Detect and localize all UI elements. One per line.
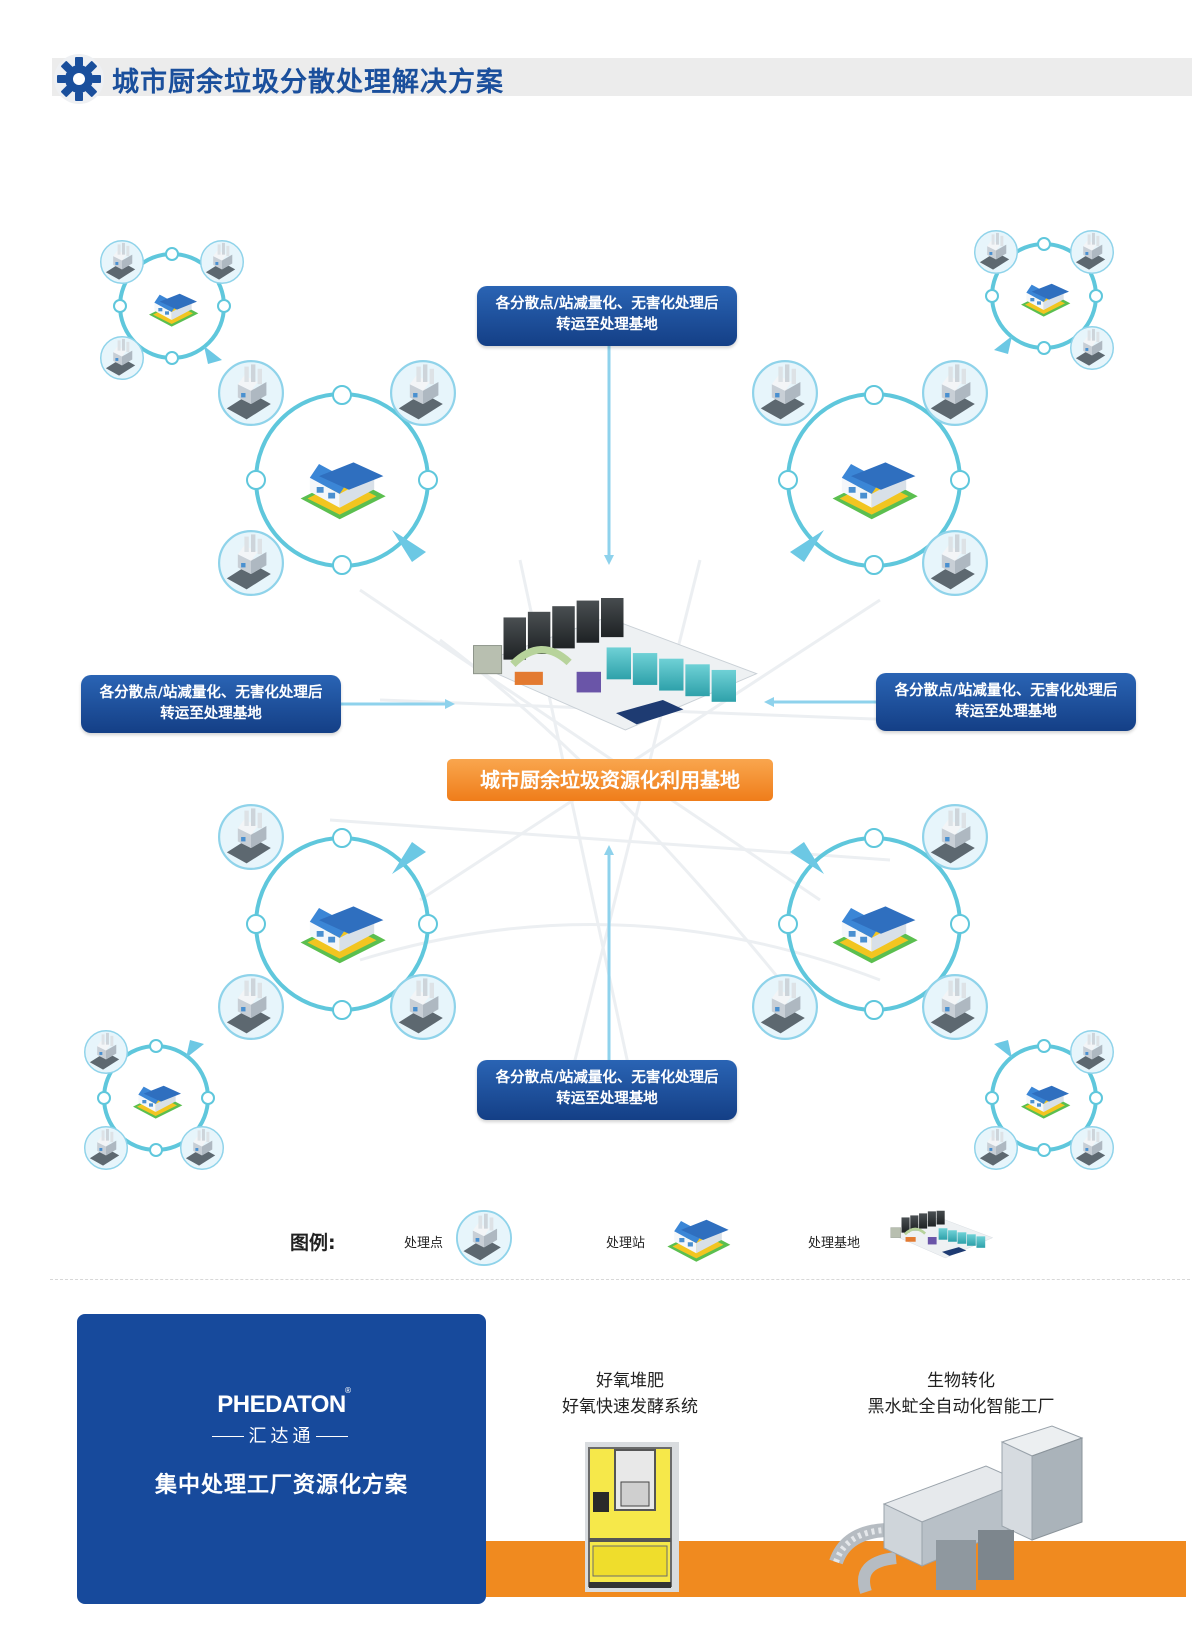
flow-box-line1: 各分散点/站减量化、无害化处理后	[99, 685, 323, 701]
product-title-composting: 好氧堆肥 好氧快速发酵系统	[530, 1368, 730, 1420]
flow-box-right: 各分散点/站减量化、无害化处理后 转运至处理基地	[876, 673, 1136, 731]
flow-arrows	[340, 346, 876, 1060]
registered-mark: ®	[344, 1386, 352, 1395]
brand-rule-left	[212, 1436, 244, 1437]
hub-label: 城市厨余垃圾资源化利用基地	[447, 759, 773, 801]
product-title-line1: 好氧堆肥	[596, 1371, 664, 1391]
brand-logo: PHEDATON	[217, 1391, 346, 1418]
legend-label-point: 处理点	[404, 1236, 444, 1251]
flow-box-line2: 转运至处理基地	[160, 706, 262, 722]
flow-box-bottom: 各分散点/站减量化、无害化处理后 转运至处理基地	[477, 1060, 737, 1120]
flow-box-line2: 转运至处理基地	[556, 1091, 658, 1107]
product-title-line2: 黑水虻全自动化智能工厂	[867, 1397, 1055, 1417]
header-bar	[52, 58, 1192, 96]
flow-box-line1: 各分散点/站减量化、无害化处理后	[894, 683, 1118, 699]
product-title-line1: 生物转化	[927, 1371, 995, 1391]
ring-direction-markers	[97, 237, 1103, 1157]
legend-label-base: 处理基地	[808, 1236, 861, 1251]
flow-box-line2: 转运至处理基地	[556, 317, 658, 333]
flow-box-line1: 各分散点/站减量化、无害化处理后	[495, 1070, 719, 1086]
solution-title: 集中处理工厂资源化方案	[154, 1473, 408, 1498]
processing-point-icon	[456, 1210, 512, 1266]
gear-icon	[54, 54, 104, 104]
composting-machine-icon	[585, 1442, 679, 1592]
flow-box-line1: 各分散点/站减量化、无害化处理后	[495, 296, 719, 312]
divider	[50, 1279, 1190, 1280]
flow-box-line2: 转运至处理基地	[955, 704, 1057, 720]
flow-box-top: 各分散点/站减量化、无害化处理后 转运至处理基地	[477, 286, 737, 346]
outflow-arrows	[186, 336, 1012, 1058]
solution-panel	[77, 1314, 486, 1604]
brand-rule-right	[316, 1436, 348, 1437]
product-title-insect: 生物转化 黑水虻全自动化智能工厂	[836, 1368, 1086, 1420]
product-title-line2: 好氧快速发酵系统	[562, 1397, 698, 1417]
processing-station-icon	[664, 1212, 732, 1264]
brand-chinese-name: 汇达通	[248, 1426, 315, 1447]
flow-box-left: 各分散点/站减量化、无害化处理后 转运至处理基地	[81, 675, 341, 733]
page-title: 城市厨余垃圾分散处理解决方案	[112, 67, 504, 98]
legend-label-station: 处理站	[606, 1236, 646, 1251]
processing-base-legend-icon	[888, 1208, 996, 1264]
insect-factory-icon	[829, 1425, 1084, 1594]
legend-title: 图例:	[290, 1232, 336, 1254]
